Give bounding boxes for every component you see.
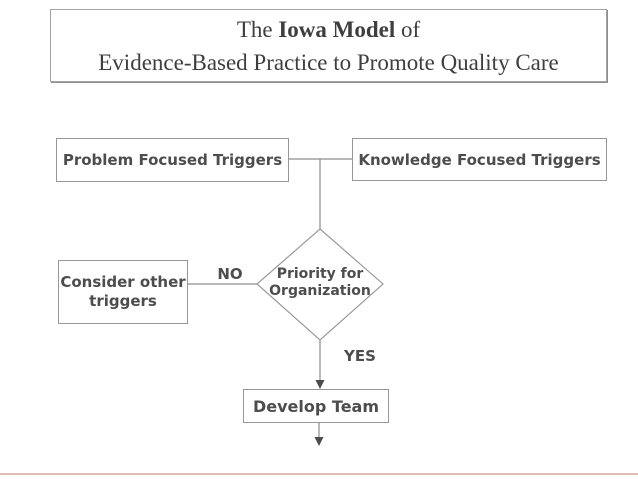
yes-arrowhead-icon: [315, 380, 325, 389]
output-arrowhead-icon: [314, 437, 324, 446]
no-branch-label: NO: [217, 265, 243, 283]
decision-label: Priority for Organization: [260, 266, 380, 300]
node-knowledge-label: Knowledge Focused Triggers: [358, 150, 601, 169]
title-line1-post: of: [395, 16, 421, 42]
node-problem-label: Problem Focused Triggers: [62, 151, 283, 169]
node-problem-focused-triggers: Problem Focused Triggers: [56, 138, 289, 182]
node-consider-label-line1: Consider other: [60, 273, 186, 291]
title-line2: Evidence-Based Practice to Promote Quali…: [98, 49, 559, 75]
decision-label-line2: Organization: [269, 283, 371, 299]
title-line1-pre: The: [236, 16, 279, 42]
title-box: The Iowa Model of Evidence-Based Practic…: [50, 9, 607, 82]
node-develop-label: Develop Team: [252, 396, 380, 416]
node-knowledge-focused-triggers: Knowledge Focused Triggers: [352, 138, 607, 181]
title-line1-emphasis: Iowa Model: [278, 16, 396, 42]
title-line1: The Iowa Model of: [237, 13, 420, 46]
node-consider-other-triggers: Consider other triggers: [58, 260, 188, 324]
node-develop-team: Develop Team: [243, 389, 389, 423]
footer-divider-line: [0, 473, 638, 475]
decision-label-line1: Priority for: [276, 266, 364, 282]
node-consider-label-line2: triggers: [89, 292, 157, 310]
yes-branch-label: YES: [344, 347, 376, 365]
